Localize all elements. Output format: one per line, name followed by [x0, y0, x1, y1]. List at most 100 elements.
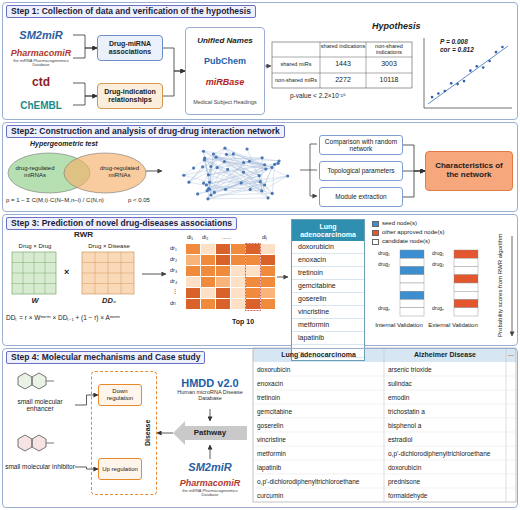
network-edge [216, 157, 265, 165]
network-edge [208, 154, 214, 199]
scatter-point [450, 82, 453, 85]
node-text: Module extraction [335, 193, 386, 200]
scatter-point [444, 90, 447, 93]
network-node [205, 183, 208, 186]
network-edge [217, 168, 268, 198]
text-label: p < 0.05 [128, 197, 150, 204]
node-text: W [7, 297, 63, 305]
data-box: Drug-indication relationships [97, 83, 163, 109]
scatter-point [469, 69, 472, 72]
network-edge [262, 176, 288, 191]
heatmap-cell [186, 299, 200, 309]
score-bar [400, 267, 424, 275]
arrow [264, 66, 271, 67]
text-label: o,p'-dichlorodiphenyltrichloroethane [388, 450, 490, 457]
legend-swatch [372, 221, 379, 227]
process-box: Topological parameters [319, 161, 403, 181]
node-text: Characteristics of the network [426, 162, 512, 180]
node-text: drug-regulated miRNAs [12, 165, 58, 178]
heatmap-cell [231, 255, 245, 265]
text-label: External Validation [426, 322, 480, 329]
text-label: formaldehyde [388, 492, 427, 499]
score-bar [454, 283, 478, 291]
network-edge [189, 182, 226, 189]
score-bar [454, 291, 478, 299]
connector [73, 96, 97, 105]
node-text: PharmacomiR [11, 49, 72, 59]
venn-circle [63, 152, 147, 194]
node-text: the miRNA Pharmacogenomics Database [181, 489, 239, 498]
molecule-label: small molecular enhancer [5, 395, 75, 415]
text-label: prednisone [388, 478, 420, 485]
text-label: drugₙ [432, 306, 444, 312]
heatmap-cell [216, 277, 230, 287]
text-label: p-value < 2.2×10⁻¹⁶ [290, 92, 346, 99]
result-box: Characteristics of the network [425, 151, 513, 191]
network-edge [208, 189, 250, 198]
heatmap-cell [246, 255, 260, 265]
score-bar [400, 291, 424, 299]
node-text: Step 1: Collection of data and verificat… [6, 5, 256, 18]
scatter-point [482, 66, 485, 69]
node-text: Drug-indication relationships [98, 88, 162, 103]
text-label: drugₙ [378, 306, 390, 312]
node-text: Comparison with random network [320, 138, 402, 152]
heatmap-cell [186, 255, 200, 265]
trend-line [428, 46, 508, 104]
heatmap-cell [246, 244, 260, 254]
network-edge [189, 157, 216, 182]
text-label: dr₁ [170, 245, 177, 251]
node-text: PubChem [204, 57, 246, 67]
network-node [214, 156, 217, 159]
text-label: 2272 [320, 76, 366, 84]
network-node [202, 181, 205, 184]
network-node [216, 166, 219, 169]
connector [75, 395, 98, 405]
heatmap-cell [231, 266, 245, 276]
connector [403, 171, 425, 197]
network-node [212, 152, 215, 155]
text-label: di₁ [187, 234, 193, 240]
node-text: Unified Names [197, 37, 253, 46]
text-label: 1443 [320, 60, 366, 68]
text-label: doxorubicin [257, 366, 290, 373]
network-edge [233, 154, 287, 176]
score-bar [400, 300, 424, 308]
node-text: Up regulation [102, 466, 138, 473]
database-logo: PharmacomiRthe miRNA Pharmacogenomics Da… [181, 477, 239, 499]
heatmap-cell [261, 299, 275, 309]
text-label: Hypothesis [372, 22, 421, 32]
node-text: SM2miR [19, 29, 62, 41]
network-edge [203, 167, 242, 183]
node-text: ctd [32, 76, 50, 89]
network-node [201, 165, 204, 168]
text-label: sulindac [388, 380, 412, 387]
text-label: Hypergeometric test [30, 140, 98, 148]
heatmap-cell [216, 244, 230, 254]
connector [75, 467, 98, 469]
scatter-axes [424, 38, 512, 108]
table-grid [272, 42, 412, 88]
scatter-point [476, 65, 479, 68]
text-label: drug₁ [432, 251, 444, 257]
table-row-line [253, 460, 516, 461]
heatmap-cell [216, 266, 230, 276]
text-label: non-shared indications [366, 43, 412, 55]
network-node [226, 168, 229, 171]
network-node [249, 188, 252, 191]
network-edge [206, 163, 278, 185]
network-node [270, 166, 273, 169]
network-node [223, 147, 226, 150]
network-node [242, 171, 245, 174]
scatter-point [431, 96, 434, 99]
molecule-label: small molecular inhibitor [5, 457, 75, 477]
heatmap-cell [231, 299, 245, 309]
text-label: ... [506, 350, 516, 358]
text-label: DDₜ = r × Wⁿᵒʳᵐ × DDₜ₋₁ + (1 − r) × Aⁿᵒʳ… [6, 314, 120, 321]
node-text: lapatinib [292, 332, 364, 345]
score-bar [454, 308, 478, 316]
network-edge [204, 157, 216, 183]
node-text: metformin [292, 319, 364, 332]
table-row-line [253, 488, 516, 489]
